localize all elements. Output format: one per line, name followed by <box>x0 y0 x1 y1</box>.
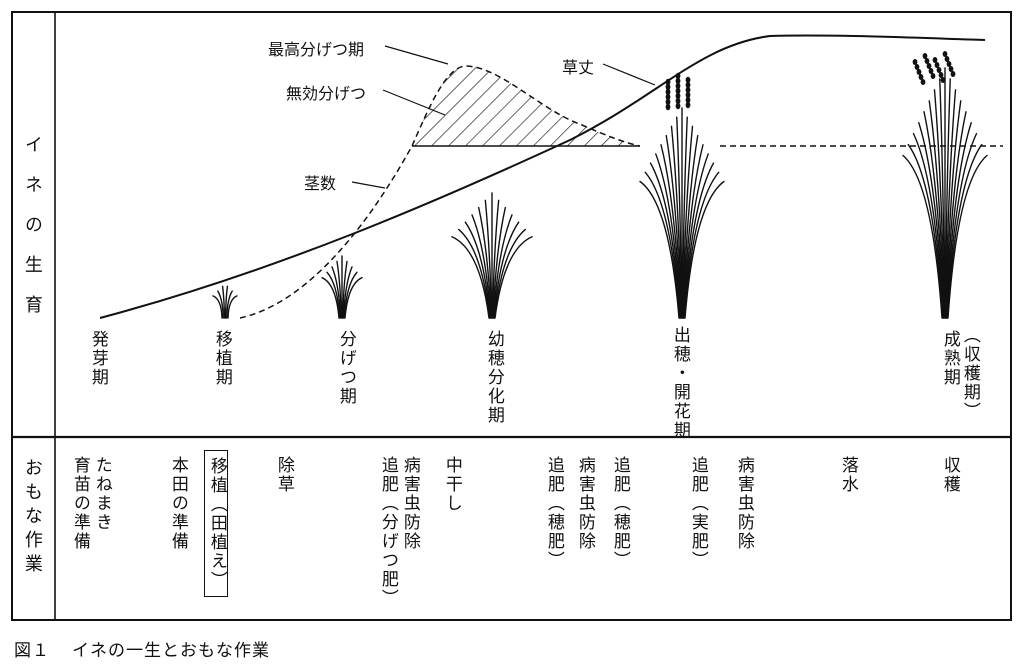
work-weeding: 除草 <box>273 456 294 494</box>
panicle-icon <box>675 72 681 110</box>
caption-number: 図１ <box>14 641 50 661</box>
ineffective-tiller-label: 無効分げつ <box>286 84 367 103</box>
work-pest-control-1: 病害虫防除 <box>399 456 420 551</box>
ripe-panicle-icon <box>912 51 956 85</box>
tillering-plant-icon <box>321 255 363 319</box>
work-topdress-grain: 追肥（実肥） <box>687 456 708 570</box>
panicle-initiation-plant-icon <box>451 192 533 319</box>
growth-side-label: イネの生育 <box>21 135 43 335</box>
work-pest-control-2: 病害虫防除 <box>574 456 595 551</box>
mature-plant-icon <box>902 67 988 319</box>
max-tiller-label: 最高分げつ期 <box>268 40 365 59</box>
stage-harvest-note: （収穫期） <box>959 326 980 421</box>
panicle-icon <box>665 78 671 111</box>
work-topdress-panicle-2: 追肥（穂肥） <box>609 456 630 570</box>
work-drain-water: 落水 <box>837 456 858 494</box>
figure-caption: 図１ イネの一生とおもな作業 <box>14 636 292 661</box>
stage-panicle-initiation: 幼穂分化期 <box>483 330 504 425</box>
stage-tillering: 分げつ期 <box>335 330 356 406</box>
work-midseason-drain: 中干し <box>441 456 462 513</box>
leader-max-tiller <box>384 45 449 65</box>
work-topdress-panicle-1: 追肥（穂肥） <box>543 456 564 570</box>
stage-germination: 発芽期 <box>87 330 108 387</box>
work-pest-control-3: 病害虫防除 <box>733 456 754 551</box>
work-field-prep: 本田の準備 <box>167 456 188 551</box>
ineffective-tiller-area <box>412 66 640 146</box>
leader-ineffective <box>382 89 446 116</box>
heading-plant-icon <box>639 107 725 319</box>
work-transplanting: 移植（田植え） <box>204 450 228 597</box>
work-nursery-prep: 育苗の準備 <box>69 456 90 551</box>
outer-border <box>11 11 1012 621</box>
seedling-icon <box>212 285 238 319</box>
panicle-icon <box>685 76 691 109</box>
stage-heading-flowering: 出穂・開花期 <box>669 326 690 440</box>
work-topdress-tiller: 追肥（分げつ肥） <box>377 456 398 608</box>
stage-maturity: 成熟期 <box>939 330 960 387</box>
plant-height-curve <box>99 34 986 319</box>
plant-height-label: 草丈 <box>562 58 595 77</box>
work-side-label: おもな作業 <box>21 458 43 578</box>
stage-transplanting: 移植期 <box>211 330 232 387</box>
work-seeding: たねまき <box>91 456 112 532</box>
stem-count-label: 茎数 <box>304 174 337 193</box>
leader-height <box>602 63 656 86</box>
leader-stem-count <box>351 181 386 189</box>
work-harvest: 収穫 <box>939 456 960 494</box>
stem-count-curve <box>239 65 641 319</box>
caption-title: イネの一生とおもな作業 <box>72 641 270 661</box>
